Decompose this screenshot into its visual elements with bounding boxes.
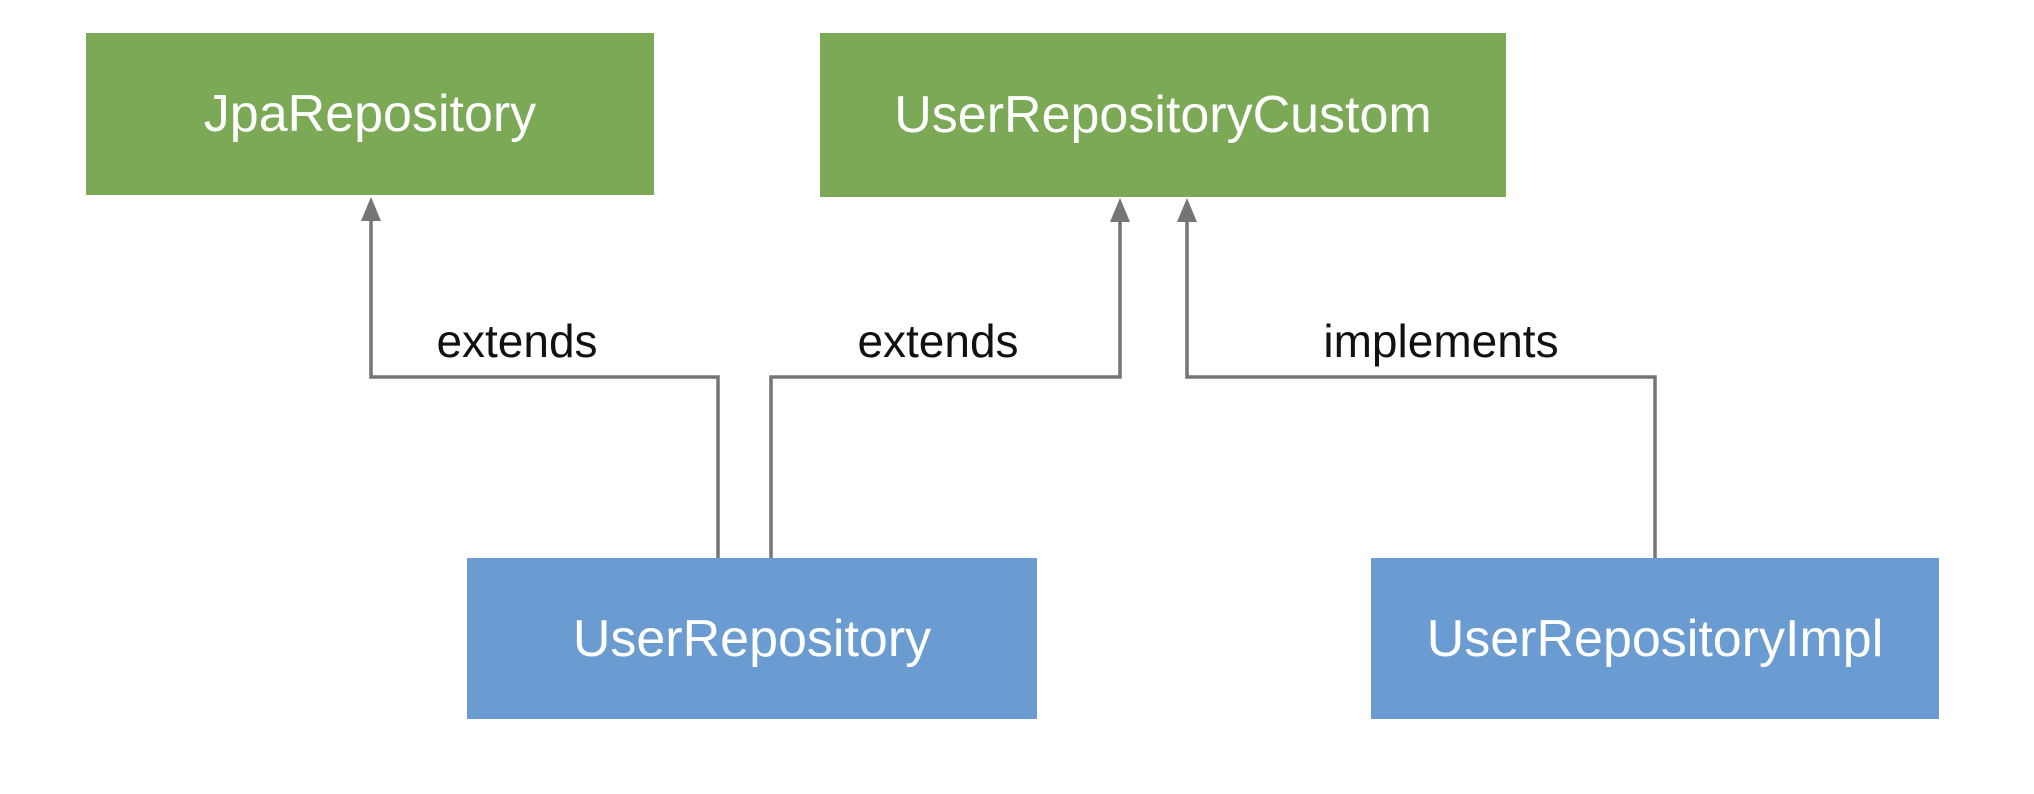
node-label: UserRepositoryCustom (894, 86, 1432, 144)
node-user-repository-custom: UserRepositoryCustom (820, 33, 1506, 197)
edge-label-extends: extends (857, 315, 1019, 367)
node-label: JpaRepository (203, 85, 537, 143)
arrowhead-up-icon (1177, 198, 1197, 222)
edge-userrepository-to-userrepositorycustom (769, 220, 1122, 560)
edge-label-implements: implements (1323, 315, 1559, 367)
arrowhead-up-icon (1110, 198, 1130, 222)
arrowhead-up-icon (361, 197, 381, 221)
edge-userrepository-to-jparepository (369, 219, 720, 560)
node-user-repository: UserRepository (467, 558, 1037, 719)
edge-label-extends: extends (436, 315, 598, 367)
node-jpa-repository: JpaRepository (86, 33, 654, 195)
node-label: UserRepositoryImpl (1426, 609, 1884, 668)
node-user-repository-impl: UserRepositoryImpl (1371, 558, 1939, 719)
edge-userrepositoryimpl-to-userrepositorycustom (1185, 220, 1657, 560)
node-label: UserRepository (572, 609, 932, 668)
